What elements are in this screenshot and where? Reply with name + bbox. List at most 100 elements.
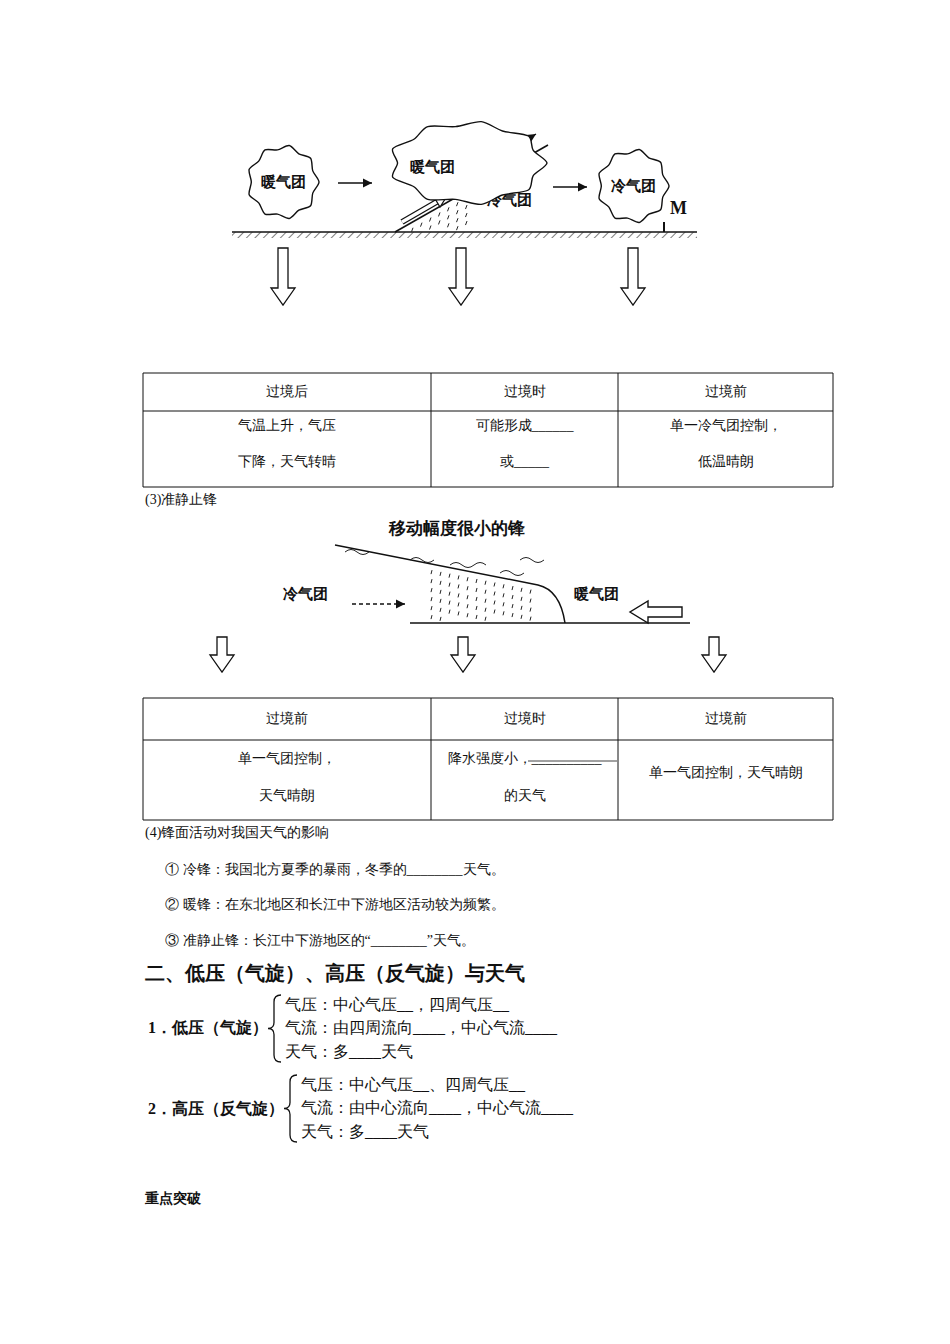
rain-dash — [503, 584, 504, 588]
rain-dash — [431, 588, 432, 592]
text-label: 暖气团 — [574, 584, 619, 604]
down-arrow — [449, 248, 473, 305]
table-cell: 过境时 — [504, 709, 546, 729]
rain-dash — [476, 588, 477, 592]
rain-dash — [467, 577, 468, 581]
rain-dash — [521, 588, 522, 592]
rain-dash — [431, 579, 432, 583]
rain-dash — [440, 581, 441, 585]
table-rule — [143, 373, 833, 374]
table-cell: 单一气团控制， 天气晴朗 — [235, 740, 339, 814]
down-arrow — [210, 637, 234, 672]
rain-dash — [440, 590, 441, 594]
table-cell: 过境时 — [504, 382, 546, 402]
air-mass-name: 冷气团 — [611, 177, 656, 195]
rain-dash — [530, 599, 531, 603]
flow-arrow — [338, 182, 372, 183]
text-label: ① 冷锋：我国北方夏季的暴雨，冬季的________天气。 — [165, 860, 505, 880]
table-rule — [833, 698, 834, 820]
rain-dash — [466, 213, 468, 217]
rain-dash — [448, 207, 450, 211]
air-mass-cloud: 暖气团 — [385, 118, 550, 208]
table-rule — [618, 373, 619, 487]
table-rule — [143, 820, 833, 821]
rain-dash — [457, 218, 459, 222]
table-cell: 过境前 — [705, 709, 747, 729]
rain-dash — [494, 583, 495, 587]
rain-dash — [503, 611, 504, 615]
bracket-item: 气流：由中心流向____，中心气流____ — [301, 1096, 573, 1120]
rain-dash — [449, 601, 450, 605]
cold-air-arrow — [352, 603, 405, 604]
cloud-path — [392, 122, 547, 205]
rain-dash — [530, 617, 531, 621]
rain-dash — [485, 608, 486, 612]
rain-dash — [485, 599, 486, 603]
brace — [284, 1075, 297, 1142]
rain-dash — [440, 599, 441, 603]
text-label: M — [670, 198, 687, 218]
rain-dash — [512, 586, 513, 590]
rain-dash — [476, 615, 477, 619]
station-mark — [663, 222, 665, 232]
table-rule — [143, 740, 833, 741]
ground-hatch — [232, 232, 697, 238]
rain-dash — [458, 593, 459, 597]
air-mass-cloud: 冷气团 — [594, 146, 672, 226]
table-rule — [431, 698, 432, 820]
air-mass-cloud: 暖气团 — [244, 142, 322, 222]
bracket-item: 气流：由四周流向____，中心气流____ — [285, 1016, 557, 1040]
table-rule — [618, 698, 619, 820]
text-label: ② 暖锋：在东北地区和长江中下游地区活动较为频繁。 — [165, 895, 505, 915]
rain-dash — [530, 590, 531, 594]
air-mass-name: 暖气团 — [261, 173, 306, 191]
rain-dash — [431, 597, 432, 601]
down-arrow — [451, 637, 475, 672]
rain-dash — [458, 602, 459, 606]
rain-dash — [458, 575, 459, 579]
rain-dash — [476, 597, 477, 601]
rain-dash — [457, 202, 459, 206]
table-rule — [431, 373, 432, 487]
rain-dash — [466, 205, 468, 209]
text-label: (3)准静止锋 — [145, 490, 217, 510]
rain-dash — [503, 602, 504, 606]
rain-dash — [449, 583, 450, 587]
rain-dash — [440, 572, 441, 576]
cloud-strokes — [345, 550, 544, 576]
rain-dash — [512, 604, 513, 608]
rain-dash — [457, 226, 459, 230]
table-rule — [143, 373, 144, 487]
table-cell: 过境前 — [705, 382, 747, 402]
bracket-item: 气压：中心气压__、四周气压__ — [301, 1073, 525, 1097]
rain-dash — [431, 615, 432, 619]
rain-dash — [421, 223, 423, 227]
warm-air-arrow — [630, 601, 682, 623]
rain-dash — [485, 617, 486, 621]
rain-dash — [467, 604, 468, 608]
bracket-head: 1．低压（气旋） — [148, 1016, 268, 1040]
down-arrow — [621, 248, 645, 305]
rain-dash — [449, 610, 450, 614]
flow-arrow — [553, 186, 587, 187]
bracket-head: 2．高压（反气旋） — [148, 1097, 284, 1121]
table-cell: 单一气团控制，天气晴朗 — [642, 763, 810, 783]
table-cell: 过境后 — [266, 382, 308, 402]
table-cell: 过境前 — [266, 709, 308, 729]
air-mass-name: 暖气团 — [410, 158, 455, 176]
rain-dash — [431, 570, 432, 574]
rain-dash — [467, 586, 468, 590]
rain-dash — [467, 595, 468, 599]
rain-dash — [449, 574, 450, 578]
rain-dash — [448, 223, 450, 227]
rain-dash — [485, 590, 486, 594]
down-arrow — [702, 637, 726, 672]
table-rule — [143, 411, 833, 412]
table-cell: 降水强度小，__________ 的天气 — [445, 740, 605, 814]
rain-dash — [440, 608, 441, 612]
rain-dash — [457, 210, 459, 214]
rain-dash — [494, 601, 495, 605]
rain-dash — [512, 613, 513, 617]
table-cell: 单一冷气团控制， 低温晴朗 — [667, 408, 785, 480]
rain-dash — [512, 595, 513, 599]
